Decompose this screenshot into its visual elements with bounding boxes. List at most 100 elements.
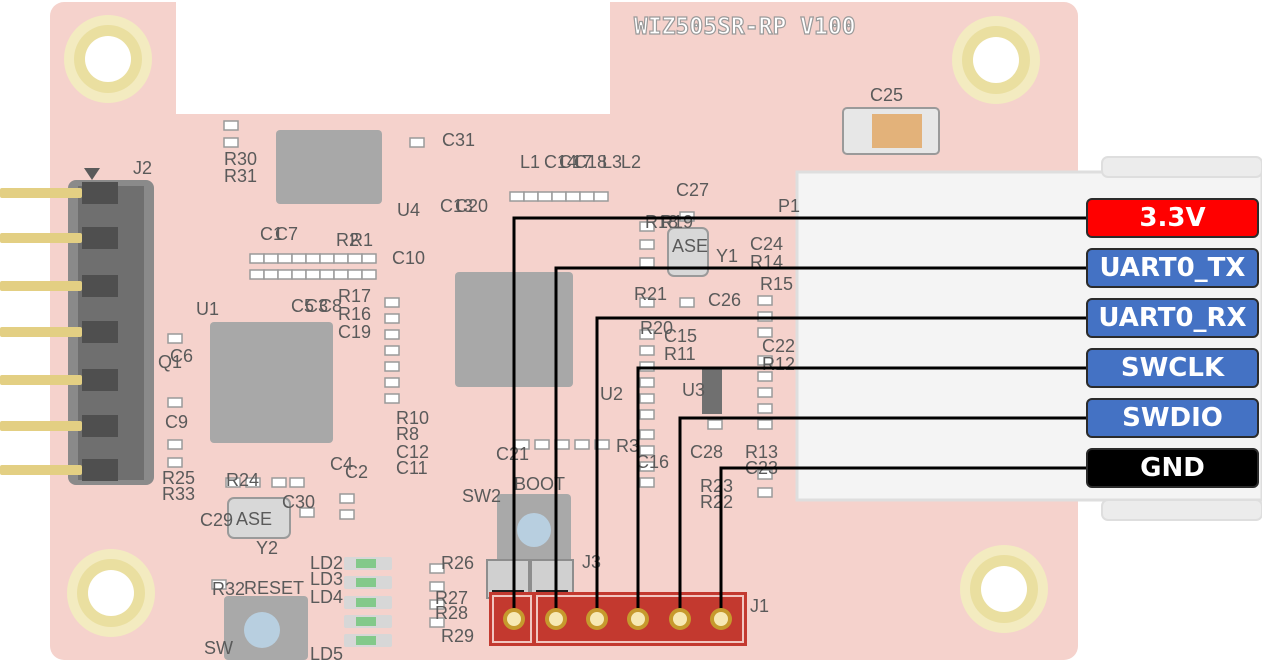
silk-label-c27: C27 [676,180,709,200]
silk-label-c15: C15 [664,326,697,346]
smd-pad [758,420,772,429]
smd-pad [640,378,654,387]
smd-pad [278,270,292,279]
silk-label-r16: R16 [338,304,371,324]
silk-label-r31: R31 [224,166,257,186]
silk-label-r17: R17 [338,286,371,306]
led-lens [356,559,376,568]
smd-pad [524,192,538,201]
pad-inner [673,612,687,626]
smd-pad [306,254,320,263]
smd-pad [362,270,376,279]
smd-pad [535,440,549,449]
j1-pin-header [489,592,747,646]
silk-label-c11: C11 [396,458,428,478]
smd-pad [278,254,292,263]
mount-hole-bottom-right [960,545,1048,633]
j2-pin [0,465,82,475]
silk-label-r33: R33 [162,484,195,504]
silk-label-j1: J1 [750,596,769,616]
smd-pad [264,254,278,263]
silk-label-q1: Q1 [158,352,182,372]
silk-label-u2: U2 [600,384,623,404]
smd-pad [290,478,304,487]
smd-pad [250,270,264,279]
led-lens [356,578,376,587]
pin-label-gnd: GND [1086,448,1259,488]
smd-pad [580,192,594,201]
silk-label-ld3: LD3 [310,569,343,589]
smd-pad [334,254,348,263]
j2-pin-housing [82,182,118,204]
led-lens [356,617,376,626]
silk-label-r29: R29 [441,626,474,646]
silk-label-c31: C31 [442,130,475,150]
smd-pad [320,270,334,279]
smd-pad [385,346,399,355]
mount-hole-top-right [952,16,1040,104]
silk-label-r21: R21 [634,284,667,304]
smd-pad [758,488,772,497]
j2-header [0,168,154,485]
smd-pad [168,440,182,449]
silk-label-c19: C19 [338,322,371,342]
silk-label-ld5: LD5 [310,644,343,663]
smd-pad [168,458,182,467]
smd-pad [224,121,238,130]
smd-pad [640,410,654,419]
silk-label-j2: J2 [133,158,152,178]
silk-label-u3: U3 [682,380,705,400]
j2-pin-housing [82,459,118,481]
smd-pad [680,298,694,307]
smd-pad [640,394,654,403]
pad-inner [590,612,604,626]
silk-label-r8: R8 [396,424,419,444]
led-lens [356,636,376,645]
smd-pad [334,270,348,279]
smd-pad [410,138,424,147]
rj45-tab-top [1102,157,1262,177]
smd-pad [320,254,334,263]
silk-label-r15: R15 [760,274,793,294]
smd-pad [385,362,399,371]
silk-label-c25: C25 [870,85,903,105]
smd-pad [640,478,654,487]
smd-pad [708,420,722,429]
pad-inner [549,612,563,626]
j2-pin [0,375,82,385]
smd-pad [348,270,362,279]
silk-label-r28: R28 [435,603,468,623]
silk-label-c9: C9 [165,412,188,432]
smd-pad [594,192,608,201]
smd-pad [306,270,320,279]
pad-inner [714,612,728,626]
rj45-tab-bottom [1102,500,1262,520]
pad-inner [631,612,645,626]
silk-label-r24: R24 [226,470,259,490]
smd-pad [292,254,306,263]
silk-label-c7: C7 [275,224,298,244]
silk-label-c29: C29 [200,510,233,530]
silk-label-c20: C20 [455,196,488,216]
j2-pin-housing [82,415,118,437]
pin-label-uart0-rx: UART0_RX [1086,298,1259,338]
silk-label-r19: R19 [660,212,693,232]
mount-hole-top-left [64,15,152,103]
smd-pad [552,192,566,201]
smd-pad [340,510,354,519]
smd-pad [758,404,772,413]
silk-label-r12: R12 [762,354,795,374]
silk-label-ase: ASE [236,509,272,529]
silk-label-r26: R26 [441,553,474,573]
smd-pad [385,378,399,387]
chip-u1 [210,322,333,443]
smd-pad [538,192,552,201]
silk-label-r22: R22 [700,492,733,512]
silk-label-c10: C10 [392,248,425,268]
silk-label-c16: C16 [636,452,669,472]
module-cutout [176,0,610,114]
silk-label-c30: C30 [282,492,315,512]
j2-pin [0,233,82,243]
smd-pad [640,258,654,267]
